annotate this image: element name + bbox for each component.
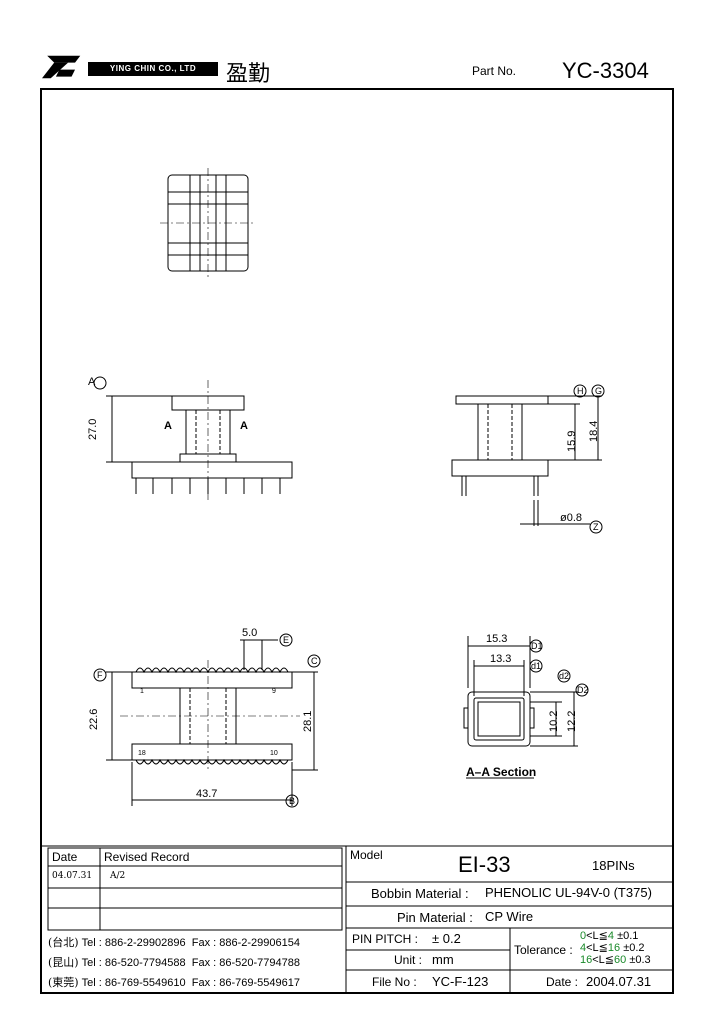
unit-value: mm: [432, 952, 454, 967]
tolerance-row: 4<L≦16 ±0.2: [580, 942, 645, 954]
tolerance-row: 16<L≦60 ±0.3: [580, 954, 651, 966]
dim-18-4: 18.4: [588, 420, 600, 442]
dim-15-9: 15.9: [566, 430, 578, 452]
section-marker-a-left: A: [164, 420, 172, 432]
tolerance-row: 0<L≦4 ±0.1: [580, 930, 639, 942]
side-view: [451, 384, 605, 534]
dim-43-7: 43.7: [196, 788, 218, 800]
ref-circle-d1: d1: [531, 661, 542, 671]
dim-27: 27.0: [87, 418, 99, 440]
model-value: EI-33: [458, 852, 511, 877]
pin-label-10: 10: [270, 750, 278, 757]
model-label: Model: [350, 848, 383, 862]
brand-chinese: 盈勤: [226, 62, 271, 87]
file-no-value: YC-F-123: [432, 974, 489, 989]
dim-28-1: 28.1: [302, 710, 314, 732]
contact-list: (台北) Tel : 886-2-29902896 Fax : 886-2-29…: [48, 933, 300, 993]
contact-row: (東莞) Tel : 86-769-5549610 Fax : 86-769-5…: [48, 976, 300, 989]
part-no-value: YC-3304: [562, 58, 649, 83]
dim-22-6: 22.6: [88, 708, 100, 730]
drawing-frame: [40, 88, 674, 994]
date-header: Date: [52, 850, 78, 864]
bobbin-material-label: Bobbin Material :: [371, 886, 469, 901]
dim-15-3: 15.3: [486, 633, 508, 645]
section-view: [463, 636, 589, 779]
ref-circle-e: E: [283, 635, 290, 645]
contact-row: (昆山) Tel : 86-520-7794588 Fax : 86-520-7…: [48, 956, 300, 969]
brand-english: YING CHIN CO., LTD: [88, 62, 218, 76]
revision-date: 04.07.31: [52, 871, 93, 881]
dim-12-2: 12.2: [566, 710, 578, 732]
ref-circle-h: H: [577, 386, 584, 396]
pin-count: 18PINs: [592, 858, 635, 873]
ref-circle-D1: D1: [531, 641, 543, 651]
pin-material-label: Pin Material :: [397, 910, 473, 925]
pin-pitch-label: PIN PITCH :: [352, 932, 419, 946]
ref-circle-z: Z: [593, 522, 599, 532]
ref-circle-c: C: [311, 656, 318, 666]
title-block-grid: [40, 845, 674, 994]
revision-record: A/2: [110, 871, 126, 881]
ref-circle-a: A: [88, 376, 96, 388]
section-marker-a-right: A: [240, 420, 248, 432]
company-logo: [42, 55, 81, 79]
tolerance-table: 0<L≦4 ±0.1 4<L≦16 ±0.2 16<L≦60 ±0.3: [580, 930, 651, 966]
pin-label-9: 9: [272, 688, 276, 695]
part-no-label: Part No.: [472, 64, 517, 78]
dim-10-2: 10.2: [548, 710, 560, 732]
bobbin-material-value: PHENOLIC UL-94V-0 (T375): [485, 885, 652, 900]
pin-label-1: 1: [140, 688, 144, 695]
top-view: [160, 168, 256, 278]
pin-pitch-value: ± 0.2: [432, 931, 461, 946]
dim-pin-diameter: ø0.8: [560, 512, 583, 524]
bottom-view: [93, 633, 321, 808]
file-no-label: File No :: [372, 975, 417, 989]
ref-circle-D2: D2: [577, 685, 589, 695]
date-value: 2004.07.31: [586, 974, 652, 989]
unit-label: Unit :: [394, 953, 423, 967]
front-view: [93, 376, 293, 500]
date-label: Date :: [546, 975, 579, 989]
ref-circle-d2: d2: [559, 671, 570, 681]
dim-5-0: 5.0: [242, 627, 258, 639]
ref-circle-f: F: [97, 670, 103, 680]
dim-13-3: 13.3: [490, 653, 512, 665]
ref-circle-b: B: [289, 796, 296, 806]
revised-header: Revised Record: [104, 850, 190, 864]
ref-circle-g: G: [595, 386, 603, 396]
pin-material-value: CP Wire: [485, 909, 534, 924]
tolerance-label: Tolerance :: [514, 943, 573, 957]
contact-row: (台北) Tel : 886-2-29902896 Fax : 886-2-29…: [48, 936, 300, 949]
pin-label-18: 18: [138, 750, 146, 757]
section-caption: A–A Section: [466, 765, 537, 779]
